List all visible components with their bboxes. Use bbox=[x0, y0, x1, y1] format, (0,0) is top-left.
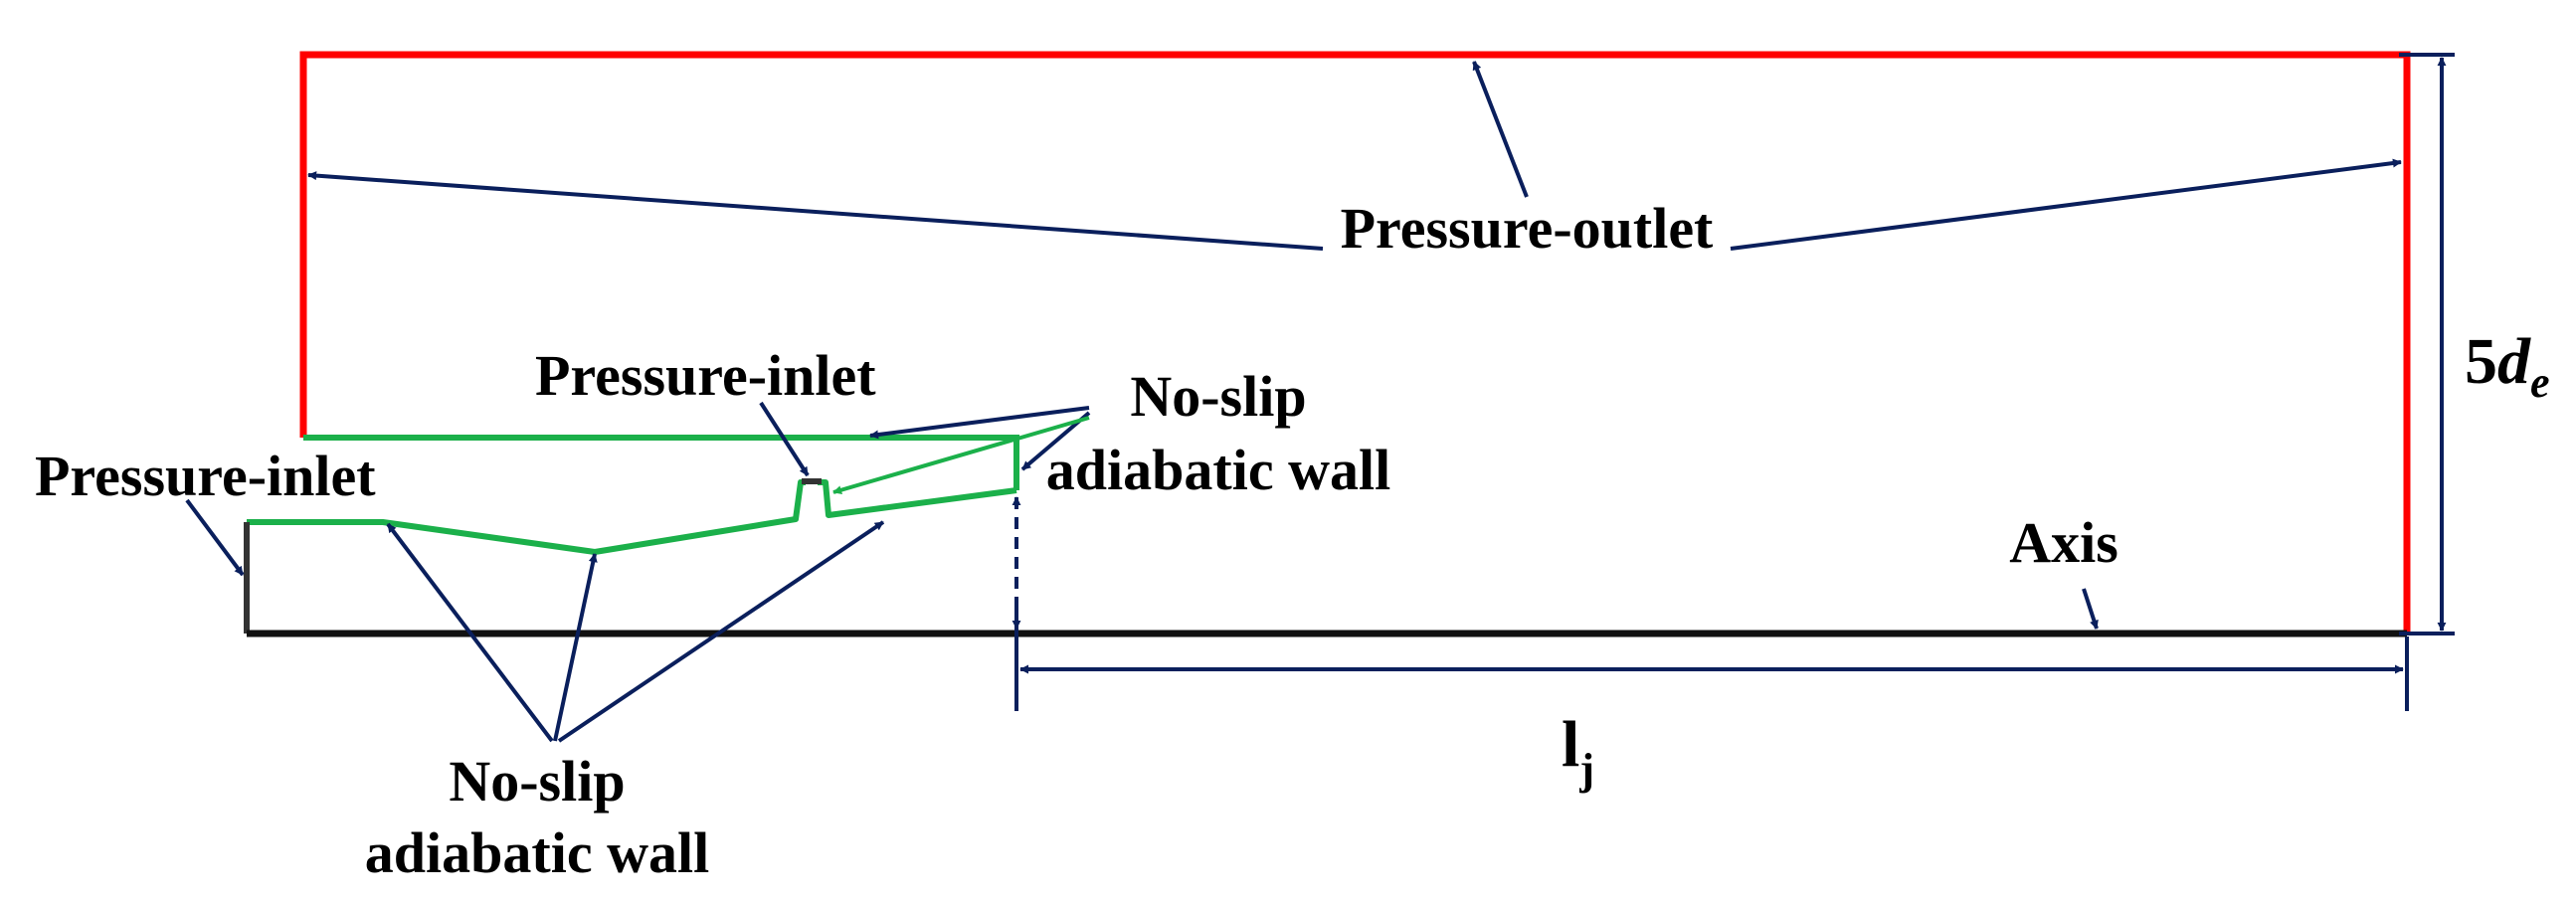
lower-noslip-arrow-1 bbox=[386, 522, 554, 743]
primary-inlet-label: Pressure-inlet bbox=[35, 444, 376, 508]
length-dim-subscript: j bbox=[1578, 745, 1594, 794]
height-dim-variable: d bbox=[2497, 325, 2531, 398]
primary-inlet-arrow bbox=[185, 498, 245, 577]
outlet-arrow-left bbox=[307, 171, 1324, 251]
pressure-outlet-label: Pressure-outlet bbox=[1341, 196, 1714, 261]
lower-noslip-label-line1: No-slip bbox=[449, 749, 625, 814]
height-dim-label: 5de bbox=[2465, 325, 2550, 407]
outer-nozzle-wall bbox=[303, 435, 1019, 490]
lower-noslip-arrow-2 bbox=[553, 553, 598, 742]
pointer-arrows bbox=[185, 53, 2455, 743]
axis-label: Axis bbox=[2009, 510, 2118, 575]
secondary-inlet-arrow bbox=[759, 401, 810, 477]
lower-noslip-label-line2: adiabatic wall bbox=[365, 820, 709, 885]
pressure-outlet-boundary bbox=[299, 51, 2411, 634]
upper-noslip-arrow-gap bbox=[832, 416, 1090, 495]
upper-noslip-arrow-outer bbox=[869, 406, 1090, 440]
outlet-label-backdrop bbox=[1328, 199, 1726, 261]
secondary-inlet-label: Pressure-inlet bbox=[535, 343, 876, 408]
outlet-arrow-right bbox=[1730, 158, 2402, 251]
outer-wall-line bbox=[303, 435, 1019, 490]
height-dim-subscript: e bbox=[2530, 358, 2550, 407]
length-dim-variable: l bbox=[1562, 708, 1579, 781]
outlet-arrow-top bbox=[1472, 61, 1529, 198]
inner-wall-left-line bbox=[247, 479, 806, 555]
axis-arrow bbox=[2082, 588, 2099, 630]
height-dim-prefix: 5 bbox=[2465, 325, 2497, 398]
upper-noslip-label-line2: adiabatic wall bbox=[1046, 438, 1390, 502]
outlet-boundary-line bbox=[299, 51, 2411, 634]
length-dim-label: lj bbox=[1562, 708, 1594, 794]
lower-noslip-arrow-3 bbox=[557, 520, 885, 743]
upper-noslip-label-line1: No-slip bbox=[1130, 364, 1306, 429]
